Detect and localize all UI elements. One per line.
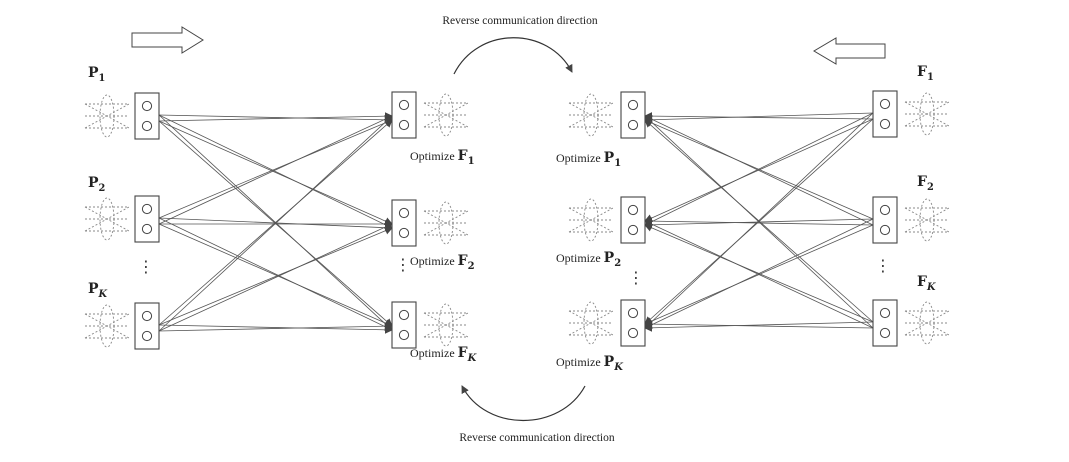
left-channel-link	[158, 226, 393, 326]
right-tx-node	[872, 90, 898, 138]
channel-links	[158, 112, 874, 334]
right-channel-link	[644, 115, 874, 329]
left-rx-antenna-icon	[423, 201, 469, 245]
left-tx-label-3: PK	[88, 281, 108, 300]
left-channel-link	[158, 119, 393, 326]
right-channel-link	[644, 112, 874, 226]
caption-bottom: Reverse communication direction	[459, 432, 614, 444]
right-rx-label-2: Optimize P2	[556, 250, 621, 269]
right-rx-antenna-icon	[568, 198, 614, 242]
left-channel-link	[158, 324, 393, 334]
right-rx-node	[620, 299, 646, 347]
right-tx-label-2: F2	[917, 174, 934, 193]
right-tx-antenna-icon	[904, 92, 950, 136]
left-channel-link	[158, 322, 393, 332]
right-channel-link	[644, 220, 874, 329]
left-channel-link	[158, 112, 393, 122]
right-tx-node	[872, 196, 898, 244]
reverse-arrow-top-icon	[453, 37, 573, 75]
left-rx-label-1: Optimize F1	[410, 148, 475, 167]
left-channel-link	[158, 115, 393, 225]
left-tx-antenna-icon	[84, 197, 130, 241]
right-channel-link	[644, 119, 874, 323]
vertical-ellipsis-1: ⋮	[138, 257, 154, 276]
vertical-ellipsis-3: ⋮	[875, 256, 891, 275]
right-rx-antenna-icon	[568, 93, 614, 137]
backward-direction-arrow-icon	[813, 37, 886, 65]
right-rx-node	[620, 196, 646, 244]
left-rx-label-2: Optimize F2	[410, 253, 475, 272]
right-tx-label-1: F1	[917, 64, 934, 83]
right-channel-link	[644, 320, 874, 329]
right-tx-label-3: FK	[917, 274, 936, 293]
left-channel-link	[158, 114, 393, 229]
vertical-ellipsis-2: ⋮	[395, 255, 411, 274]
right-rx-node	[620, 91, 646, 139]
caption-top: Reverse communication direction	[442, 15, 597, 27]
left-rx-node	[391, 199, 417, 247]
left-tx-node	[134, 195, 160, 243]
left-rx-node	[391, 301, 417, 349]
left-tx-node	[134, 92, 160, 140]
right-rx-label-1: Optimize P1	[556, 150, 621, 169]
left-channel-link	[158, 115, 393, 332]
right-channel-link	[644, 119, 874, 220]
left-tx-label-2: P2	[88, 175, 105, 194]
left-rx-label-3: Optimize FK	[410, 345, 478, 364]
right-channel-link	[644, 118, 874, 222]
left-rx-antenna-icon	[423, 93, 469, 137]
right-tx-node	[872, 299, 898, 347]
left-rx-node	[391, 91, 417, 139]
right-channel-link	[644, 217, 874, 226]
right-channel-link	[644, 115, 874, 226]
right-channel-link	[644, 112, 874, 121]
right-channel-link	[644, 321, 874, 332]
antenna-nodes	[84, 90, 950, 350]
left-channel-link	[158, 119, 393, 219]
reverse-arrow-bottom-icon	[461, 385, 586, 422]
left-rx-antenna-icon	[423, 303, 469, 347]
right-channel-link	[644, 112, 874, 124]
right-channel-link	[644, 224, 874, 323]
left-channel-link	[158, 223, 393, 332]
left-tx-antenna-icon	[84, 304, 130, 348]
left-tx-antenna-icon	[84, 94, 130, 138]
left-tx-label-1: P1	[88, 65, 105, 84]
right-tx-antenna-icon	[904, 301, 950, 345]
right-rx-antenna-icon	[568, 301, 614, 345]
forward-direction-arrow-icon	[131, 26, 204, 54]
left-channel-link	[158, 217, 393, 331]
left-channel-link	[158, 223, 393, 327]
vertical-ellipsis-4: ⋮	[628, 268, 644, 287]
right-rx-label-3: Optimize PK	[556, 354, 624, 373]
left-channel-link	[158, 120, 393, 225]
left-channel-link	[158, 114, 393, 124]
right-tx-antenna-icon	[904, 198, 950, 242]
left-tx-node	[134, 302, 160, 350]
